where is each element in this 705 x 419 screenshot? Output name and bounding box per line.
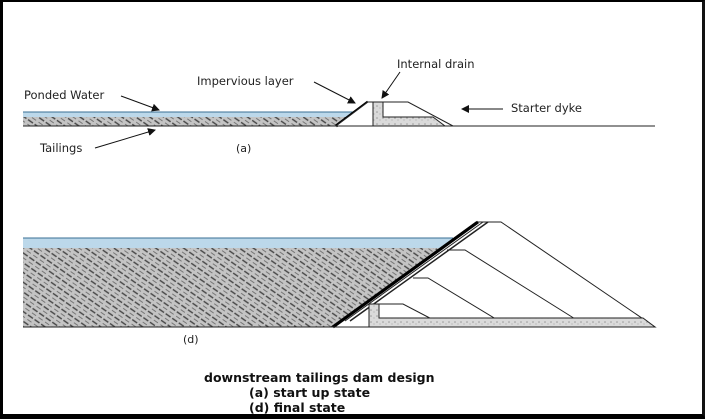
label-impervious-layer: Impervious layer (197, 74, 294, 88)
label-ponded-water: Ponded Water (24, 88, 104, 102)
raise-line-2 (413, 277, 510, 328)
label-panel-a: (a) (236, 142, 251, 155)
impervious-layer-d (332, 220, 479, 329)
arrow-internal-drain (381, 71, 401, 99)
panel-d: (d) (23, 220, 657, 346)
label-panel-d: (d) (183, 333, 199, 346)
arrow-tailings (94, 128, 156, 149)
caption-title: downstream tailings dam design (204, 370, 435, 385)
ponded-water-a (23, 112, 353, 117)
panel-a: Ponded Water Tailings Impervious layer I… (23, 57, 655, 155)
arrow-ponded-water (120, 95, 160, 112)
caption-line-d: (d) final state (249, 400, 346, 415)
ponded-water-d (23, 238, 453, 248)
caption-line-a: (a) start up state (249, 385, 371, 400)
tailings-d (23, 248, 443, 327)
tailings-a (23, 117, 348, 126)
label-internal-drain: Internal drain (397, 57, 475, 71)
dam-diagram: Ponded Water Tailings Impervious layer I… (23, 57, 657, 346)
impervious-layer-d-inner (344, 221, 484, 322)
raise-line-3 (447, 249, 589, 328)
arrow-impervious-layer (313, 81, 356, 104)
label-starter-dyke: Starter dyke (511, 101, 582, 115)
label-tailings: Tailings (39, 141, 82, 155)
